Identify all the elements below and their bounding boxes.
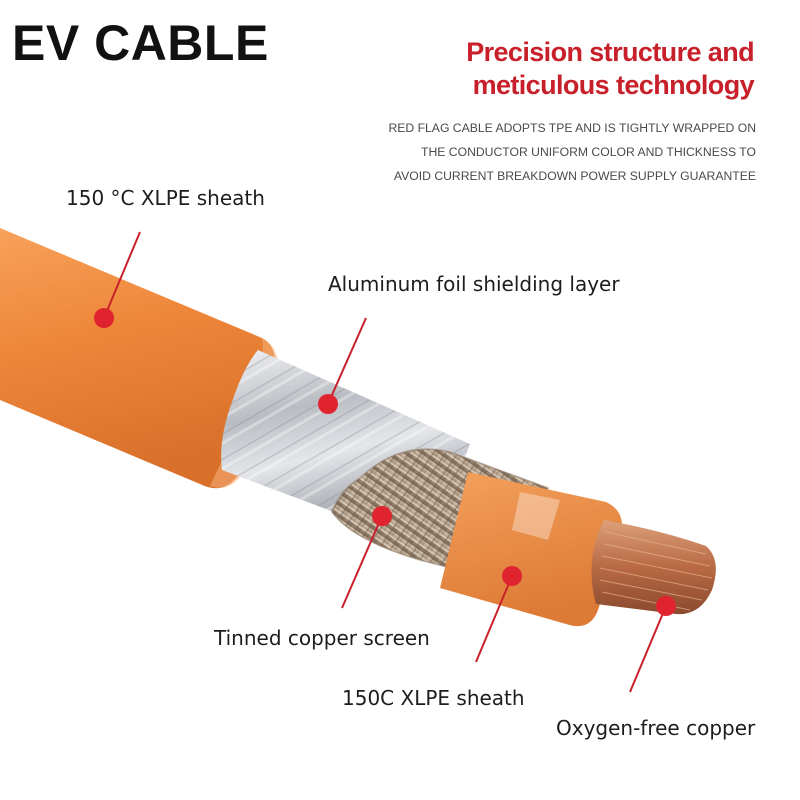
description-line-3: AVOID CURRENT BREAKDOWN POWER SUPPLY GUA… (393, 169, 756, 183)
marker-screen (372, 506, 392, 526)
label-screen: Tinned copper screen (214, 626, 430, 650)
outer-sheath (0, 228, 276, 489)
description-line-1: RED FLAG CABLE ADOPTS TPE AND IS TIGHTLY… (388, 121, 756, 135)
marker-inner-sheath (502, 566, 522, 586)
copper-conductor (591, 520, 716, 615)
marker-conductor (656, 596, 676, 616)
inner-sheath (440, 472, 623, 627)
inner-sheath-highlight (512, 492, 560, 540)
label-inner-sheath: 150C XLPE sheath (342, 686, 525, 710)
marker-foil (318, 394, 338, 414)
copper-strands (599, 531, 713, 611)
headline-line-2: meticulous technology (472, 70, 755, 100)
description: RED FLAG CABLE ADOPTS TPE AND IS TIGHTLY… (388, 116, 756, 188)
label-foil: Aluminum foil shielding layer (328, 272, 620, 296)
marker-outer-sheath (94, 308, 114, 328)
page-title: EV CABLE (12, 15, 269, 71)
braid-outline (331, 448, 549, 587)
description-line-2: THE CONDUCTOR UNIFORM COLOR AND THICKNES… (421, 145, 756, 159)
label-conductor: Oxygen-free copper (556, 716, 756, 740)
headline: Precision structure and meticulous techn… (466, 36, 754, 102)
headline-line-1: Precision structure and (466, 37, 754, 67)
label-outer-sheath: 150 °C XLPE sheath (66, 186, 265, 210)
callout-lines (103, 231, 667, 693)
